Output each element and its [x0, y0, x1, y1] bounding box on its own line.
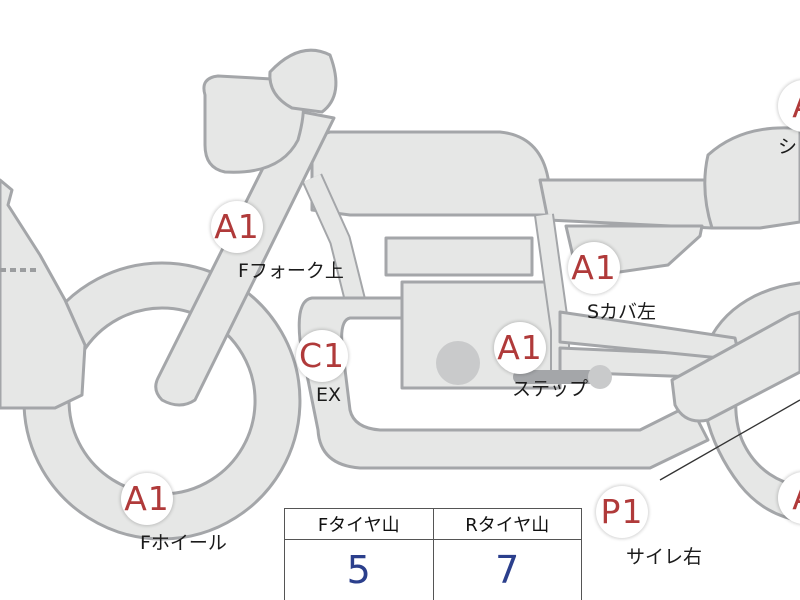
badge-exhaust: C1: [296, 330, 348, 382]
badge-fork-upper: A1: [211, 201, 263, 253]
front-fork: [154, 108, 336, 407]
value-rear-tire: 7: [432, 539, 582, 600]
label-front-wheel: Fホイール: [140, 532, 227, 554]
header-front-tire: Fタイヤ山: [284, 508, 434, 540]
label-side-cover-left: Sカバ左: [587, 301, 657, 323]
header-rear-tire: Rタイヤ山: [432, 508, 582, 540]
silencer: [670, 310, 800, 423]
label-step: ステップ: [512, 378, 589, 400]
badge-top-right-partial: A: [778, 80, 800, 132]
badge-front-wheel: A1: [121, 473, 173, 525]
table-header-row: Fタイヤ山 Rタイヤ山: [284, 508, 582, 540]
badge-side-cover-left: A1: [568, 242, 620, 294]
leader-line: [659, 399, 800, 481]
label-fork-upper: Fフォーク上: [238, 260, 344, 282]
tire-tread-table: Fタイヤ山 Rタイヤ山 5 7: [284, 508, 582, 600]
badge-bottom-right-partial: A: [778, 472, 800, 524]
table-value-row: 5 7: [284, 539, 582, 600]
step-knob: [588, 365, 612, 389]
headlight: [202, 74, 305, 174]
label-exhaust: EX: [316, 384, 342, 406]
badge-step: A1: [494, 322, 546, 374]
fuel-tank: [310, 130, 557, 217]
tail-cowl: [703, 126, 800, 230]
engine-cylinder: [384, 236, 534, 277]
label-silencer-right: サイレ右: [626, 546, 703, 568]
front-fender: [0, 178, 87, 410]
engine-sprocket: [436, 341, 480, 385]
instrument: [268, 48, 338, 114]
label-top-right-partial: シ: [778, 136, 798, 158]
value-front-tire: 5: [284, 539, 434, 600]
seat: [538, 178, 714, 230]
badge-silencer-right: P1: [596, 486, 648, 538]
